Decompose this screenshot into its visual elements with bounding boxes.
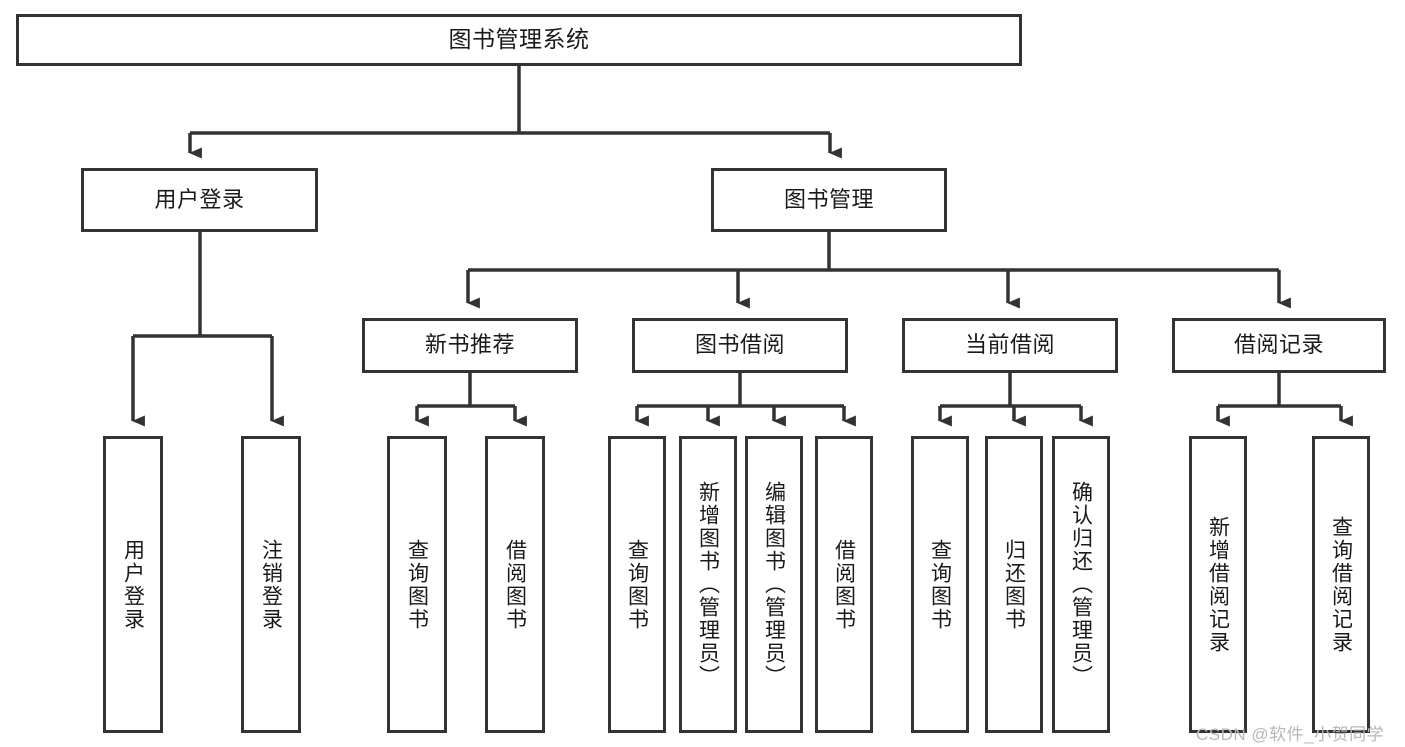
node-leaf-edit-book-admin[interactable]: 编辑图书（管理员）: [745, 436, 803, 733]
node-book-management[interactable]: 图书管理: [711, 168, 947, 232]
node-current-borrow-label: 当前借阅: [964, 332, 1055, 358]
node-new-book-recommend[interactable]: 新书推荐: [362, 318, 578, 373]
node-leaf-borrow-book-recommend[interactable]: 借阅图书: [485, 436, 545, 733]
node-leaf-edit-book-admin-label: 编辑图书（管理员）: [762, 481, 786, 688]
node-leaf-user-login[interactable]: 用户登录: [103, 436, 163, 733]
node-leaf-query-book-current-label: 查询图书: [928, 538, 952, 631]
node-leaf-add-borrow-record[interactable]: 新增借阅记录: [1189, 436, 1247, 733]
node-leaf-query-borrow-record-label: 查询借阅记录: [1329, 515, 1353, 654]
node-leaf-borrow-book-recommend-label: 借阅图书: [503, 538, 527, 631]
node-leaf-confirm-return-admin[interactable]: 确认归还（管理员）: [1052, 436, 1110, 733]
node-leaf-query-book-borrow[interactable]: 查询图书: [608, 436, 666, 733]
node-leaf-return-book-label: 归还图书: [1002, 538, 1026, 631]
node-leaf-query-book-recommend-label: 查询图书: [405, 538, 429, 631]
node-current-borrow[interactable]: 当前借阅: [902, 318, 1118, 373]
node-book-borrow-label: 图书借阅: [694, 332, 785, 358]
node-leaf-logout-login-label: 注销登录: [259, 538, 283, 631]
node-leaf-user-login-label: 用户登录: [121, 538, 145, 631]
node-leaf-logout-login[interactable]: 注销登录: [241, 436, 301, 733]
node-leaf-query-book-recommend[interactable]: 查询图书: [387, 436, 447, 733]
node-root-label: 图书管理系统: [448, 26, 590, 53]
node-leaf-borrow-book-borrow-label: 借阅图书: [832, 538, 856, 631]
node-leaf-add-borrow-record-label: 新增借阅记录: [1206, 515, 1230, 654]
node-leaf-confirm-return-admin-label: 确认归还（管理员）: [1069, 481, 1093, 688]
node-leaf-borrow-book-borrow[interactable]: 借阅图书: [815, 436, 873, 733]
node-new-book-recommend-label: 新书推荐: [424, 332, 515, 358]
node-root[interactable]: 图书管理系统: [16, 14, 1022, 66]
node-book-borrow[interactable]: 图书借阅: [632, 318, 848, 373]
node-leaf-query-book-borrow-label: 查询图书: [625, 538, 649, 631]
csdn-watermark: CSDN @软件_小贺同学: [1196, 725, 1385, 744]
node-borrow-record[interactable]: 借阅记录: [1172, 318, 1386, 373]
node-leaf-return-book[interactable]: 归还图书: [985, 436, 1043, 733]
node-leaf-query-book-current[interactable]: 查询图书: [911, 436, 969, 733]
node-leaf-add-book-admin[interactable]: 新增图书（管理员）: [679, 436, 737, 733]
node-borrow-record-label: 借阅记录: [1233, 332, 1324, 358]
node-book-management-label: 图书管理: [783, 186, 874, 212]
node-leaf-query-borrow-record[interactable]: 查询借阅记录: [1312, 436, 1370, 733]
node-user-login-label: 用户登录: [154, 186, 245, 212]
node-user-login[interactable]: 用户登录: [81, 168, 318, 232]
node-leaf-add-book-admin-label: 新增图书（管理员）: [696, 481, 720, 688]
